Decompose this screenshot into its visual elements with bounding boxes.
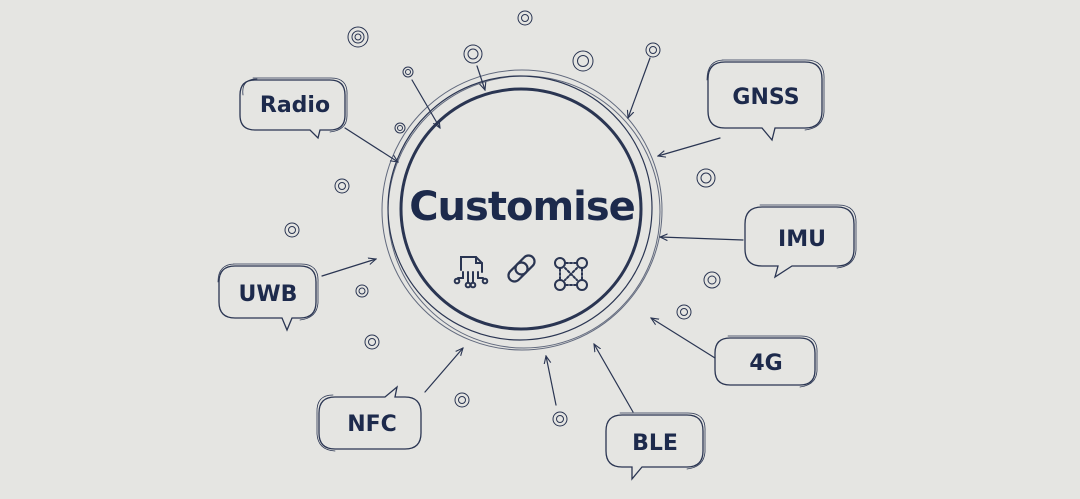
bubble-4g: 4G bbox=[714, 335, 818, 388]
bubble-ble: BLE bbox=[605, 412, 706, 481]
bubble-radio: Radio bbox=[239, 77, 348, 140]
bubble-label-nfc: NFC bbox=[347, 412, 397, 437]
network-nodes-icon bbox=[554, 257, 588, 291]
bubble-imu: IMU bbox=[744, 204, 857, 279]
bubble-label-radio: Radio bbox=[260, 93, 330, 118]
arrows bbox=[321, 57, 744, 413]
bubble-gnss: GNSS bbox=[706, 59, 825, 142]
center-title: Customise bbox=[409, 184, 635, 230]
decorative-dots bbox=[284, 10, 721, 427]
link-icon bbox=[507, 254, 536, 283]
bubble-label-imu: IMU bbox=[778, 227, 826, 252]
document-circuit-icon bbox=[453, 256, 489, 289]
bubble-uwb: UWB bbox=[217, 263, 319, 332]
center-circle bbox=[381, 69, 663, 351]
bubble-label-4g: 4G bbox=[749, 351, 782, 376]
bubble-label-gnss: GNSS bbox=[732, 85, 799, 110]
bubble-nfc: NFC bbox=[316, 385, 422, 452]
bubble-label-uwb: UWB bbox=[239, 282, 298, 307]
bubble-label-ble: BLE bbox=[632, 431, 678, 456]
